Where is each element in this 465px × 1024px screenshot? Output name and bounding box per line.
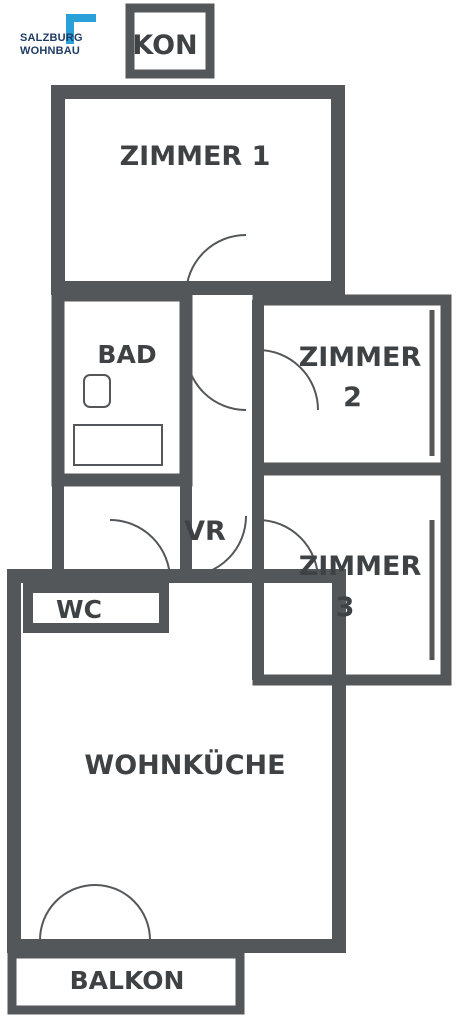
top-balcony-outline (125, 3, 215, 79)
wohnkueche-walls (7, 569, 346, 953)
room-label-wohnkueche: WOHNKÜCHE (84, 750, 286, 781)
room-label-balkon-bottom: BALKON (69, 966, 185, 995)
room-label-balkon-top: KON (132, 30, 198, 61)
zimmer-1-walls (51, 85, 345, 295)
vr-walls (52, 300, 264, 680)
room-label-vr: VR (184, 516, 226, 547)
bathtub-icon (73, 424, 163, 466)
room-label-zimmer-2-line1: ZIMMER (298, 342, 422, 373)
door-swings (39, 234, 319, 941)
salzburg-wohnbau-logo: SALZBURG WOHNBAU (14, 14, 124, 72)
sink-icon (83, 374, 111, 408)
logo-mark-icon (66, 14, 96, 44)
bad-walls (51, 288, 193, 487)
logo-line-1: SALZBURG (20, 32, 83, 44)
room-label-wc: WC (56, 595, 102, 624)
room-label-zimmer-3-line1: ZIMMER (298, 551, 422, 582)
bottom-balcony-outline (7, 949, 245, 1015)
room-label-bad: BAD (97, 340, 157, 369)
room-label-zimmer-2-line2: 2 (343, 382, 362, 413)
room-label-zimmer-3-line2: 3 (335, 592, 355, 623)
window-hatches (429, 310, 449, 660)
room-label-zimmer-1: ZIMMER 1 (119, 141, 271, 172)
logo-line-2: WOHNBAU (20, 45, 81, 57)
wc-walls (23, 583, 169, 633)
